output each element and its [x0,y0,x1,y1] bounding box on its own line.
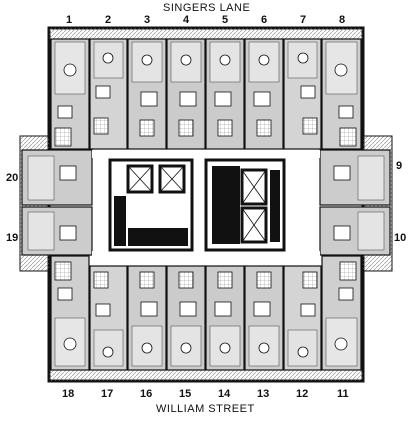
apartment-number: 16 [140,388,153,400]
apartment-number: 12 [296,388,309,400]
apartment-number: 14 [218,388,231,400]
apartment-number: 7 [300,14,307,26]
street-label-north: SINGERS LANE [163,2,251,14]
apartment-number: 6 [261,14,268,26]
apartment-number: 1 [66,14,73,26]
apartment-number: 18 [62,388,75,400]
apartment-number: 4 [183,14,190,26]
apartment-number: 5 [222,14,229,26]
apartment-number: 20 [6,172,19,184]
apartments-side [21,149,391,256]
apartment-number: 9 [396,160,403,172]
apartment-number: 8 [339,14,346,26]
apartment-row-top [50,38,362,150]
apartment-number: 11 [337,388,349,400]
apartment-number: 2 [105,14,112,26]
apartment-number: 15 [179,388,192,400]
apartment-row-bottom [50,255,362,371]
building-core [108,158,286,252]
apartment-number: 3 [144,14,151,26]
apartment-number: 19 [6,232,19,244]
apartment-number: 13 [257,388,270,400]
apartment-number: 17 [101,388,114,400]
corridor [92,150,320,259]
street-label-south: WILLIAM STREET [156,403,255,415]
apartment-number: 10 [394,232,407,244]
